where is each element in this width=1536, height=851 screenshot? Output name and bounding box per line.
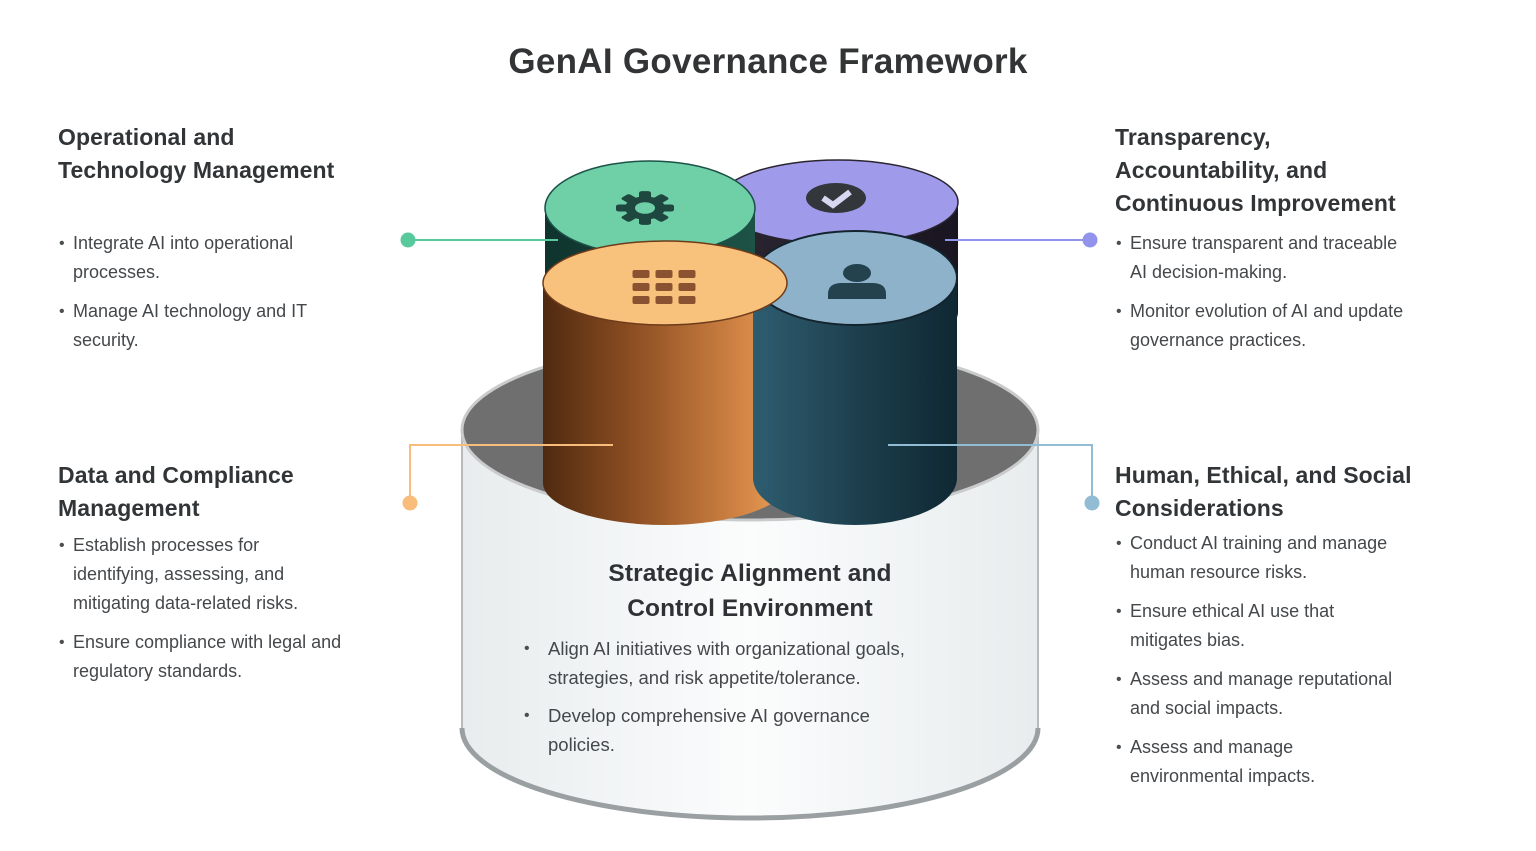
bullet-item: Ensure compliance with legal and regulat… [58, 628, 418, 686]
person-icon [828, 264, 886, 299]
bullet-item: Monitor evolution of AI and update gover… [1115, 297, 1475, 355]
section-heading-operational: Operational and Technology Management [58, 124, 335, 183]
section-bullets-data-compliance: Establish processes for identifying, ass… [58, 531, 418, 696]
section-bullets-strategic: Align AI initiatives with organizational… [521, 634, 1001, 768]
grid-icon [632, 270, 696, 304]
pillar-data-body [543, 283, 787, 525]
section-heading-data-compliance: Data and Compliance Management [58, 462, 294, 521]
bullet-item: Establish processes for identifying, ass… [58, 531, 418, 618]
section-heading-strategic: Strategic Alignment and Control Environm… [608, 560, 892, 622]
bullet-item: Assess and manage reputational and socia… [1115, 665, 1475, 723]
bullet-item: Integrate AI into operational processes. [58, 229, 388, 287]
bullet-item: Conduct AI training and manage human res… [1115, 529, 1475, 587]
pillar-data-compliance [543, 283, 787, 525]
section-bullets-operational: Integrate AI into operational processes.… [58, 229, 388, 365]
section-bullets-human-ethical: Conduct AI training and manage human res… [1115, 529, 1475, 801]
connector-operational [400, 232, 558, 248]
section-bullets-transparency: Ensure transparent and traceable AI deci… [1115, 229, 1475, 365]
base-cylinder-bottom-rim [459, 727, 1041, 821]
bullet-item: Manage AI technology and IT security. [58, 297, 388, 355]
section-heading-human-ethical: Human, Ethical, and Social Consideration… [1115, 462, 1412, 521]
bullet-item: Develop comprehensive AI governance poli… [521, 701, 1001, 759]
gear-icon [616, 191, 674, 225]
bullet-item: Assess and manage environmental impacts. [1115, 733, 1475, 791]
connector-data-compliance [402, 444, 613, 511]
section-heading-transparency: Transparency, Accountability, and Contin… [1115, 124, 1396, 216]
page-title: GenAI Governance Framework [508, 42, 1028, 81]
bullet-item: Ensure ethical AI use that mitigates bia… [1115, 597, 1475, 655]
check-badge-icon [806, 183, 866, 213]
connector-transparency [945, 232, 1098, 248]
bullet-item: Ensure transparent and traceable AI deci… [1115, 229, 1475, 287]
bullet-item: Align AI initiatives with organizational… [521, 634, 1001, 692]
connector-human-ethical [888, 444, 1100, 511]
pillar-human-body [753, 278, 957, 525]
